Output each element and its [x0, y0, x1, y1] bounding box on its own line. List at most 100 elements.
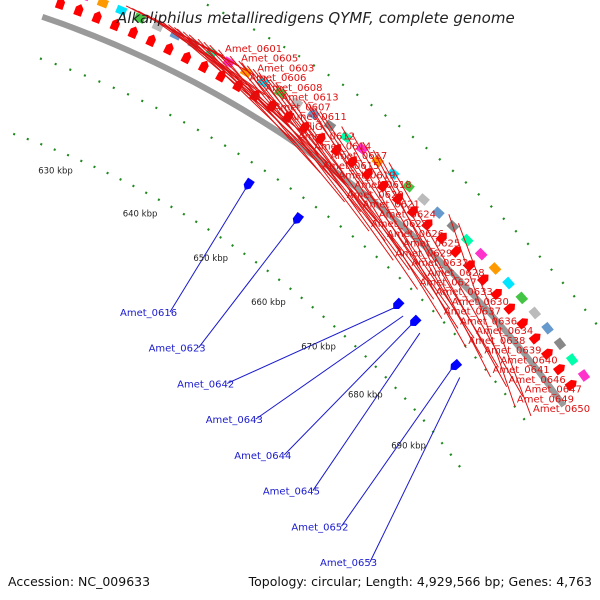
forward-gene-label[interactable]: Amet_0611	[290, 112, 347, 123]
forward-gene-arrow[interactable]	[298, 119, 311, 134]
forward-gene-label[interactable]: Amet_0617	[330, 151, 387, 162]
reverse-gene-arrow[interactable]	[407, 314, 422, 329]
feature-block[interactable]	[528, 306, 542, 320]
reverse-gene-arrow[interactable]	[290, 211, 305, 226]
forward-gene-label[interactable]: Amet_0603	[257, 63, 314, 74]
feature-block[interactable]	[96, 0, 110, 9]
forward-gene-label[interactable]: Amet_0647	[525, 385, 582, 396]
reverse-gene-label[interactable]: Amet_0643	[206, 415, 263, 426]
forward-gene-label[interactable]: Amet_0627	[420, 278, 477, 289]
forward-gene-label[interactable]: Amet_0607	[274, 102, 331, 113]
forward-gene-label[interactable]: Amet_0601	[225, 44, 282, 55]
forward-gene-label[interactable]: Amet_0606	[249, 73, 306, 84]
forward-gene-arrow[interactable]	[54, 0, 67, 11]
reverse-gene-label[interactable]: Amet_0653	[320, 558, 377, 569]
forward-gene-label[interactable]: Amet_0637	[444, 307, 501, 318]
forward-gene-arrow[interactable]	[180, 50, 194, 65]
forward-gene-label[interactable]: Amet_0640	[500, 355, 557, 366]
forward-gene-label[interactable]: Amet_0621	[363, 200, 420, 211]
forward-gene-label[interactable]: Amet_0646	[509, 375, 566, 386]
forward-gene-arrow[interactable]	[127, 25, 140, 40]
feature-block[interactable]	[515, 291, 529, 305]
reverse-gene-label[interactable]: Amet_0652	[291, 522, 348, 533]
reverse-gene-arrow[interactable]	[242, 177, 255, 192]
forward-gene-arrow[interactable]	[197, 59, 211, 74]
forward-gene-arrow[interactable]	[540, 346, 555, 360]
feature-block[interactable]	[431, 206, 445, 220]
forward-gene-label[interactable]: Amet_0624	[379, 209, 436, 220]
forward-gene-label[interactable]: Amet_0641	[493, 365, 550, 376]
forward-gene-arrow[interactable]	[421, 217, 435, 231]
reverse-gene-label[interactable]: Amet_0642	[177, 379, 234, 390]
forward-gene-arrow[interactable]	[330, 142, 344, 157]
forward-gene-label[interactable]: Amet_0626	[387, 229, 444, 240]
forward-gene-label[interactable]: Amet_0630	[452, 297, 509, 308]
forward-gene-label[interactable]: Amet_0614	[314, 141, 371, 152]
scale-dot	[457, 464, 461, 468]
forward-gene-arrow[interactable]	[516, 316, 530, 330]
forward-gene-arrow[interactable]	[145, 33, 157, 48]
forward-gene-arrow[interactable]	[477, 272, 491, 286]
forward-gene-arrow[interactable]	[91, 10, 103, 24]
forward-gene-label[interactable]: Amet_0622	[371, 219, 428, 230]
feature-block[interactable]	[290, 97, 304, 110]
forward-gene-arrow[interactable]	[73, 3, 85, 17]
forward-gene-arrow[interactable]	[435, 230, 450, 245]
feature-block[interactable]	[577, 369, 591, 382]
reverse-gene-label[interactable]: Amet_0616	[120, 308, 177, 319]
forward-gene-label[interactable]: Amet_0632	[411, 258, 468, 269]
forward-gene-label[interactable]: Amet_0620	[347, 190, 404, 201]
feature-block[interactable]	[402, 180, 415, 193]
reverse-gene-label[interactable]: Amet_0623	[149, 344, 206, 355]
reverse-leader-line	[198, 222, 296, 349]
scale-dot	[394, 386, 398, 390]
forward-gene-label[interactable]: Amet_0650	[533, 404, 590, 415]
feature-block[interactable]	[541, 321, 554, 335]
feature-block[interactable]	[78, 0, 91, 2]
forward-gene-label[interactable]: Amet_0636	[460, 316, 517, 327]
forward-gene-arrow[interactable]	[490, 286, 504, 301]
forward-gene-label[interactable]: Amet_0629	[395, 248, 452, 259]
forward-gene-arrow[interactable]	[528, 331, 543, 345]
forward-gene-arrow[interactable]	[163, 41, 175, 56]
gene-labels[interactable]: Amet_0601Amet_0605Amet_0603Amet_0606Amet…	[120, 44, 590, 569]
forward-gene-label[interactable]: Amet_0605	[241, 54, 298, 65]
forward-gene-label[interactable]: Amet_0633	[436, 287, 493, 298]
forward-gene-label[interactable]: Amet_0638	[468, 336, 525, 347]
reverse-gene-label[interactable]: Amet_0645	[263, 487, 320, 498]
forward-gene-arrow[interactable]	[449, 244, 464, 258]
forward-gene-arrow[interactable]	[503, 301, 517, 315]
reverse-gene-label[interactable]: Amet_0644	[234, 451, 291, 462]
scale-dot	[594, 322, 598, 325]
reverse-gene-arrow[interactable]	[448, 358, 463, 373]
forward-gene-label[interactable]: Amet_0649	[517, 394, 574, 405]
forward-gene-label[interactable]: Amet_0625	[403, 239, 460, 250]
forward-gene-label[interactable]: Amet_0608	[265, 83, 322, 94]
feature-block[interactable]	[133, 12, 146, 24]
forward-gene-arrow[interactable]	[564, 378, 579, 392]
forward-gene-label[interactable]: fliG	[306, 122, 323, 133]
feature-block[interactable]	[502, 276, 515, 290]
reverse-gene-arrow[interactable]	[390, 297, 405, 312]
forward-gene-label[interactable]: Amet_0612	[298, 132, 355, 143]
feature-block[interactable]	[417, 193, 430, 206]
feature-block[interactable]	[386, 167, 400, 180]
forward-gene-label[interactable]: Amet_0615	[322, 161, 379, 172]
forward-gene-arrow[interactable]	[552, 362, 567, 376]
forward-gene-arrow[interactable]	[463, 258, 477, 272]
forward-gene-label[interactable]: Amet_0628	[427, 268, 484, 279]
forward-gene-arrow[interactable]	[314, 131, 328, 145]
forward-gene-label[interactable]: Amet_0634	[476, 326, 533, 337]
forward-gene-label[interactable]: Amet_0618	[355, 180, 412, 191]
feature-block[interactable]	[565, 353, 579, 366]
feature-block[interactable]	[115, 4, 128, 17]
feature-block[interactable]	[553, 337, 567, 351]
feature-block[interactable]	[488, 262, 502, 275]
forward-gene-label[interactable]: Amet_0639	[484, 346, 541, 357]
forward-gene-label[interactable]: Amet_0619	[338, 170, 395, 181]
forward-gene-label[interactable]: Amet_0613	[282, 93, 339, 104]
forward-gene-arrow[interactable]	[109, 17, 122, 32]
feature-block[interactable]	[474, 247, 488, 261]
